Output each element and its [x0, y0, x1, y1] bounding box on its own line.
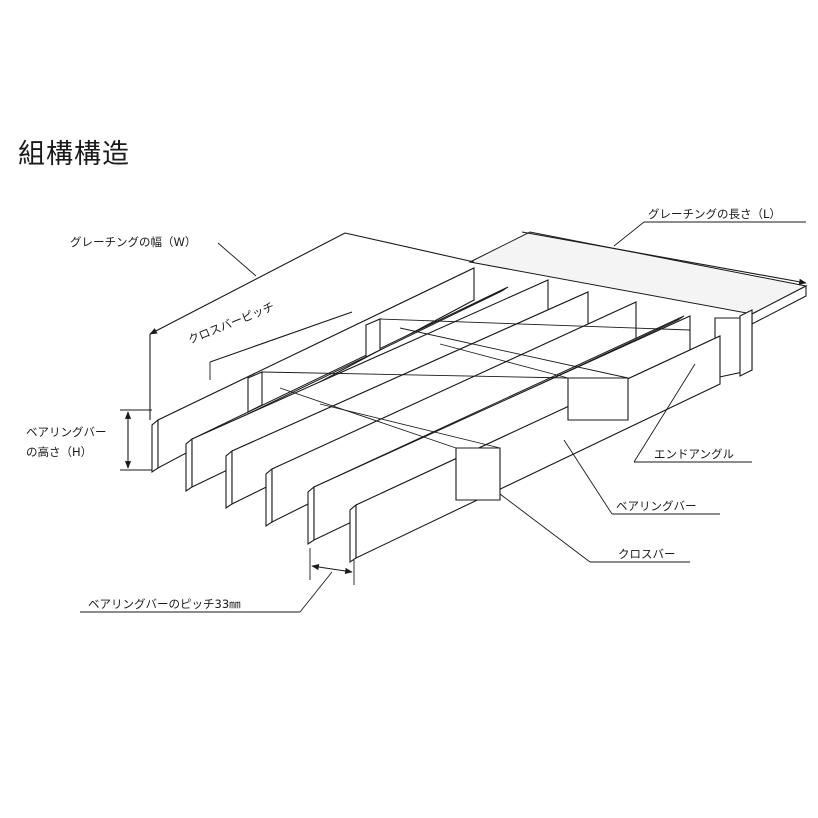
length-label: グレーチングの長さ（L）: [648, 207, 781, 221]
width-dimension: グレーチングの幅（W）: [70, 232, 475, 420]
bearing-bar-callout: ベアリングバー: [563, 439, 720, 515]
cross-bars: [247, 318, 691, 501]
diagram-title: 組構構造: [18, 139, 130, 170]
bearing-bar-height-label-line2: の高さ（H）: [26, 445, 92, 459]
end-angle-callout: エンドアングル: [633, 363, 752, 463]
end-angle-label: エンドアングル: [654, 447, 734, 461]
bearing-bar-height-label-line1: ベアリングバー: [26, 425, 107, 439]
cross-bar-pitch-label: クロスバーピッチ: [186, 299, 277, 346]
length-dimension: グレーチングの長さ（L）: [521, 207, 807, 285]
bearing-bar-label: ベアリングバー: [616, 499, 697, 513]
cross-bar-callout: クロスバー: [499, 493, 690, 563]
end-angle: [468, 231, 808, 379]
bearing-bars: [151, 267, 721, 564]
bearing-bar-height-dimension: ベアリングバー の高さ（H）: [26, 409, 152, 471]
bearing-bar-pitch-label: ベアリングバーのピッチ33㎜: [88, 597, 241, 611]
bearing-bar-pitch-dimension: ベアリングバーのピッチ33㎜: [80, 548, 355, 613]
width-label: グレーチングの幅（W）: [70, 235, 196, 249]
cross-bar-label: クロスバー: [618, 547, 676, 561]
